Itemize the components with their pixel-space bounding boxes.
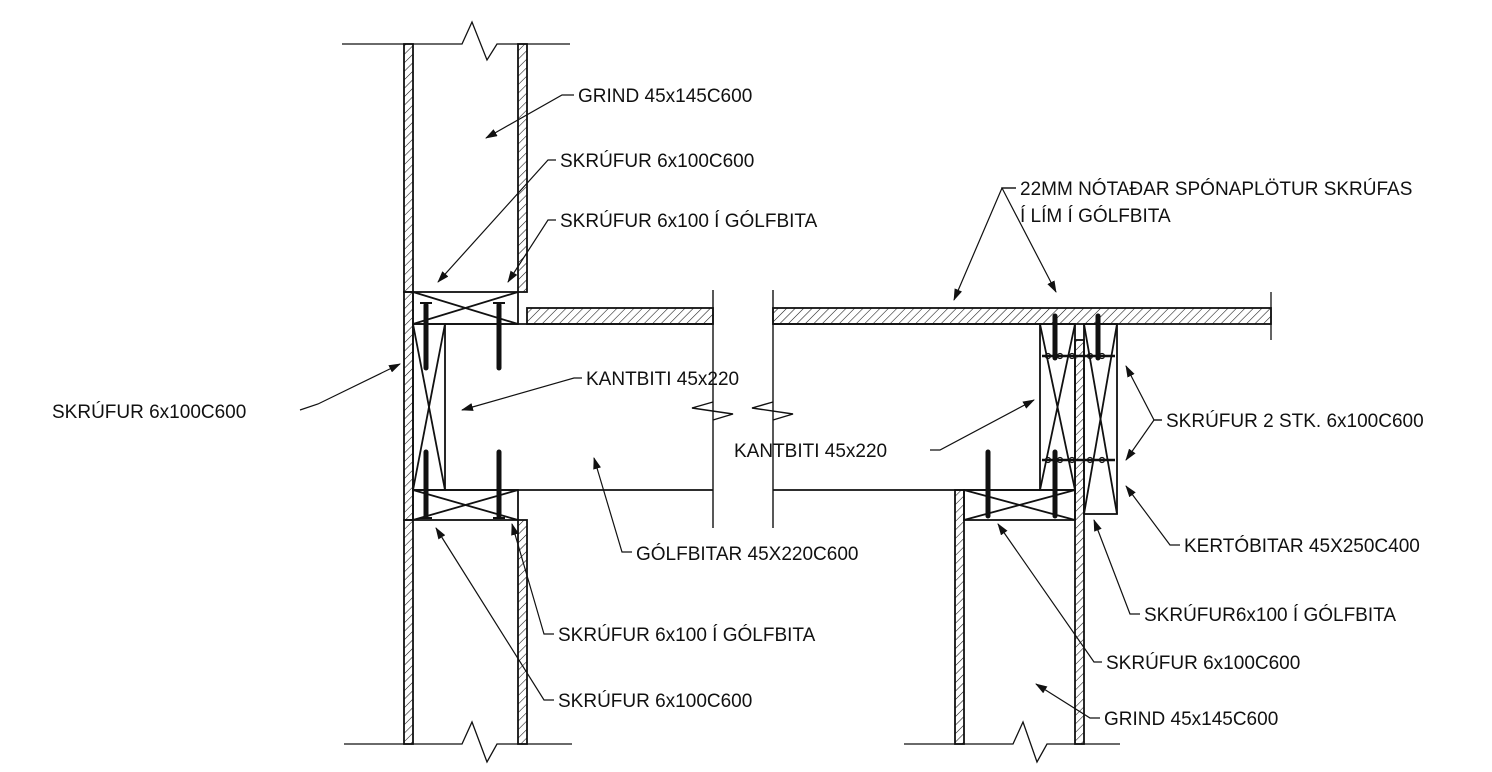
left-top-plate — [412, 291, 519, 325]
label-skrufur-golfbita-upper: SKRÚFUR 6x100 Í GÓLFBITA — [560, 210, 818, 232]
left-wall-lower — [344, 519, 572, 764]
left-rim-joist — [412, 323, 446, 491]
label-sponaplotur-line1: 22MM NÓTAÐAR SPÓNAPLÖTUR SKRÚFAS — [1020, 178, 1412, 200]
left-bottom-plate — [412, 489, 519, 521]
left-wall-upper — [342, 20, 570, 293]
label-golfbitar: GÓLFBITAR 45X220C600 — [636, 543, 858, 565]
right-wall-lower — [904, 339, 1120, 764]
label-skrufur-c600-left: SKRÚFUR 6x100C600 — [52, 401, 246, 423]
label-skrufur-c600-right-lower: SKRÚFUR 6x100C600 — [1106, 652, 1300, 674]
label-skrufur-2stk: SKRÚFUR 2 STK. 6x100C600 — [1166, 410, 1424, 432]
floor-deck-left — [526, 307, 714, 325]
label-skrufur-golfbita-lower: SKRÚFUR 6x100 Í GÓLFBITA — [558, 624, 816, 646]
label-skrufur-c600-upper: SKRÚFUR 6x100C600 — [560, 150, 754, 172]
label-skrufur-golfbita-right: SKRÚFUR6x100 Í GÓLFBITA — [1144, 604, 1396, 626]
left-screws — [423, 302, 502, 519]
leader-lines — [299, 94, 1180, 719]
left-wall-sheathing-floor-zone — [403, 291, 414, 521]
label-kertobitar: KERTÓBITAR 45X250C400 — [1184, 535, 1420, 557]
label-kantbiti-left: KANTBITI 45x220 — [586, 369, 739, 390]
label-sponaplotur-line2: Í LÍM Í GÓLFBITA — [1020, 205, 1171, 227]
right-top-plate — [963, 489, 1076, 521]
floor-deck-right — [772, 307, 1272, 325]
label-skrufur-c600-lower: SKRÚFUR 6x100C600 — [558, 690, 752, 712]
label-grind-bottom-right: GRIND 45x145C600 — [1104, 709, 1278, 730]
label-kantbiti-right: KANTBITI 45x220 — [734, 441, 887, 462]
right-screws — [985, 313, 1101, 519]
joist-break — [691, 290, 794, 528]
label-grind-top-left: GRIND 45x145C600 — [578, 86, 752, 107]
